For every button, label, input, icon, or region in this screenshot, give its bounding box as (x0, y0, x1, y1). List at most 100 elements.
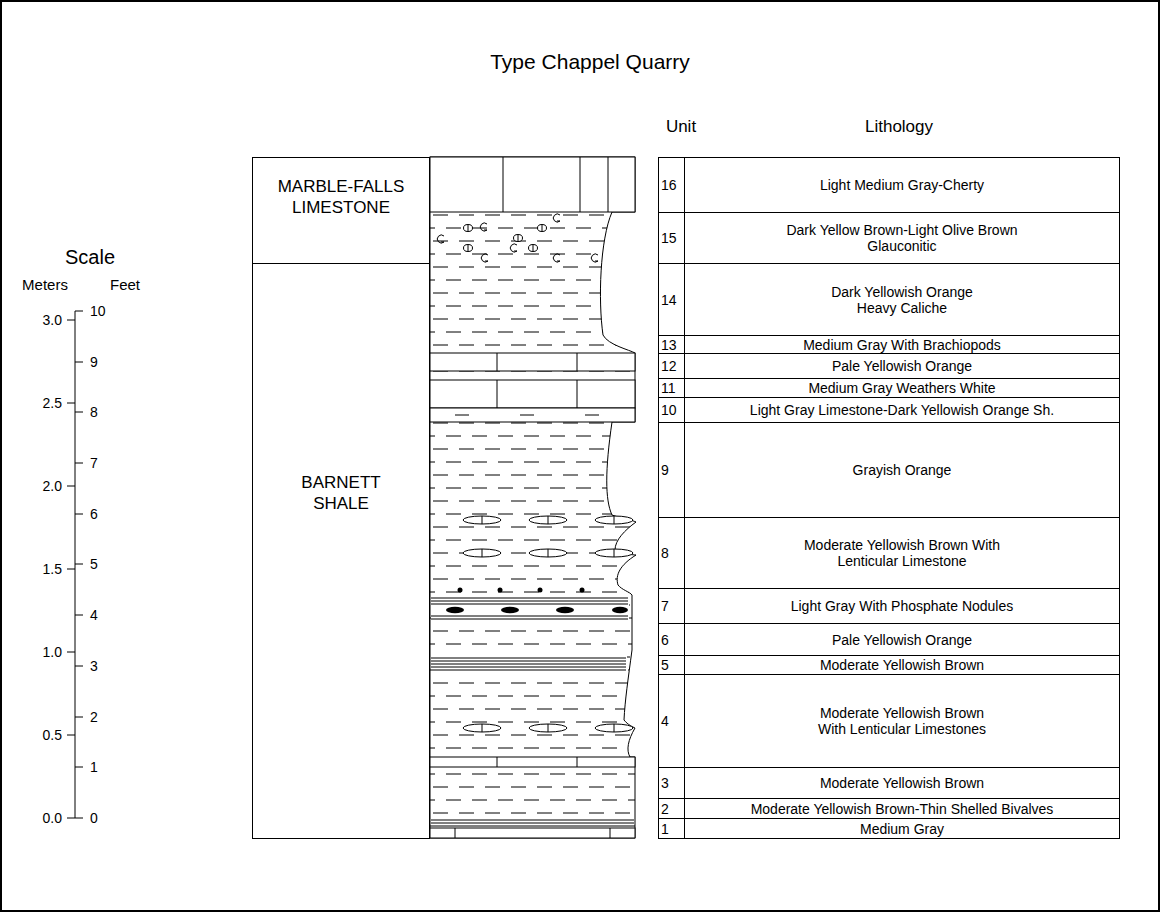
unit-row: 8 Moderate Yellowish Brown With Lenticula… (658, 517, 1120, 589)
lithology-cell: Moderate Yellowish Brown (685, 656, 1119, 674)
unit-number: 4 (661, 713, 669, 729)
foot-value: 6 (90, 506, 98, 523)
lithology-cell: Moderate Yellowish Brown-Thin Shelled Bi… (685, 799, 1119, 818)
unit-number-cell: 16 (659, 158, 685, 212)
unit-row: 6 Pale Yellowish Orange (658, 623, 1120, 656)
unit-row: 12 Pale Yellowish Orange (658, 353, 1120, 379)
meter-value: 2.5 (43, 395, 62, 412)
unit-row: 15 Dark Yellow Brown-Light Olive Brown Gl… (658, 212, 1120, 264)
scale-unit: Feet (110, 276, 140, 294)
formation-name: MARBLE-FALLS LIMESTONE (261, 158, 421, 218)
shale-profile (430, 157, 636, 838)
lithology-cell: Grayish Orange (685, 423, 1119, 517)
unit-number: 3 (661, 775, 669, 791)
unit-row: 10 Light Gray Limestone-Dark Yellowish Or… (658, 397, 1120, 423)
meter-value: 1.5 (43, 561, 62, 578)
lithology-cell: Moderate Yellowish Brown With Lenticular… (685, 518, 1119, 588)
limestone-beds (430, 157, 635, 838)
formation-box: BARNETT SHALE (252, 263, 430, 839)
unit-number-cell: 15 (659, 213, 685, 263)
foot-value: 10 (90, 303, 106, 320)
unit-row: 13 Medium Gray With Brachiopods (658, 335, 1120, 354)
unit-row: 2 Moderate Yellowish Brown-Thin Shelled B… (658, 798, 1120, 819)
glauconite-symbols (437, 214, 598, 262)
lithology-text: Moderate Yellowish Brown With Lenticular… (810, 705, 995, 737)
formation-name: BARNETT SHALE (286, 264, 396, 514)
formation-box: MARBLE-FALLS LIMESTONE (252, 157, 430, 264)
unit-number-cell: 10 (659, 398, 685, 422)
foot-value: 5 (90, 556, 98, 573)
lithology-cell: Light Gray With Phosphate Nodules (685, 589, 1119, 623)
unit-row: 16 Light Medium Gray-Cherty (658, 157, 1120, 213)
lithology-text: Moderate Yellowish Brown With Lenticular… (790, 537, 1015, 569)
foot-value: 9 (90, 354, 98, 371)
unit-number: 8 (661, 545, 669, 561)
unit-number: 9 (661, 462, 669, 478)
unit-row: 1 Medium Gray (658, 818, 1120, 839)
unit-number-cell: 4 (659, 675, 685, 767)
lithology-cell: Medium Gray Weathers White (685, 379, 1119, 397)
lithology-text: Moderate Yellowish Brown-Thin Shelled Bi… (751, 801, 1054, 817)
unit-number: 2 (661, 801, 669, 817)
foot-value: 7 (90, 455, 98, 472)
lithology-cell: Medium Gray (685, 819, 1119, 838)
scale-bar (67, 311, 83, 818)
lithology-cell: Moderate Yellowish Brown (685, 768, 1119, 798)
unit-number-cell: 1 (659, 819, 685, 838)
lithology-text: Medium Gray (860, 821, 944, 837)
lithology-cell: Medium Gray With Brachiopods (685, 336, 1119, 353)
lithology-text: Moderate Yellowish Brown (820, 657, 984, 673)
lithology-text: Medium Gray Weathers White (808, 380, 995, 396)
foot-value: 4 (90, 607, 98, 624)
unit-row: 4 Moderate Yellowish Brown With Lenticula… (658, 674, 1120, 768)
column-header: Lithology (865, 117, 933, 137)
unit-number: 15 (661, 230, 677, 246)
unit-number: 1 (661, 821, 669, 837)
unit-row: 7 Light Gray With Phosphate Nodules (658, 588, 1120, 624)
lithology-text: Moderate Yellowish Brown (820, 775, 984, 791)
unit-number: 12 (661, 358, 677, 374)
unit-number-cell: 8 (659, 518, 685, 588)
unit-number-cell: 2 (659, 799, 685, 818)
lithology-cell: Pale Yellowish Orange (685, 354, 1119, 378)
unit-number: 13 (661, 337, 677, 353)
lithology-text: Grayish Orange (853, 462, 952, 478)
lithology-text: Light Medium Gray-Cherty (820, 177, 984, 193)
lithology-text: Pale Yellowish Orange (832, 358, 972, 374)
unit-number-cell: 14 (659, 264, 685, 335)
unit-number: 6 (661, 632, 669, 648)
unit-number-cell: 7 (659, 589, 685, 623)
lithology-cell: Dark Yellow Brown-Light Olive Brown Glau… (685, 213, 1119, 263)
unit-number: 5 (661, 657, 669, 673)
unit-number-cell: 3 (659, 768, 685, 798)
unit-number-cell: 13 (659, 336, 685, 353)
lithology-text: Dark Yellowish Orange Heavy Caliche (820, 284, 985, 316)
unit-number: 10 (661, 402, 677, 418)
lithology-text: Pale Yellowish Orange (832, 632, 972, 648)
unit-number-cell: 9 (659, 423, 685, 517)
foot-value: 0 (90, 810, 98, 827)
unit-number: 11 (661, 380, 676, 396)
lithology-text: Medium Gray With Brachiopods (803, 337, 1001, 353)
foot-value: 1 (90, 759, 98, 776)
meter-value: 2.0 (43, 478, 62, 495)
unit-row: 11 Medium Gray Weathers White (658, 378, 1120, 398)
lithology-text: Dark Yellow Brown-Light Olive Brown Glau… (767, 222, 1037, 254)
unit-row: 5 Moderate Yellowish Brown (658, 655, 1120, 675)
lithology-cell: Pale Yellowish Orange (685, 624, 1119, 655)
laminations (431, 594, 634, 827)
unit-number: 16 (661, 177, 677, 193)
unit-row: 3 Moderate Yellowish Brown (658, 767, 1120, 799)
unit-number-cell: 11 (659, 379, 685, 397)
unit-number-cell: 6 (659, 624, 685, 655)
scale-unit: Meters (22, 276, 68, 294)
unit-number-cell: 12 (659, 354, 685, 378)
lithology-text: Light Gray Limestone-Dark Yellowish Oran… (750, 402, 1054, 418)
unit-number: 14 (661, 292, 677, 308)
column-header: Unit (666, 117, 696, 137)
lithology-cell: Light Medium Gray-Cherty (685, 158, 1119, 212)
foot-value: 8 (90, 404, 98, 421)
unit-number: 7 (661, 598, 669, 614)
